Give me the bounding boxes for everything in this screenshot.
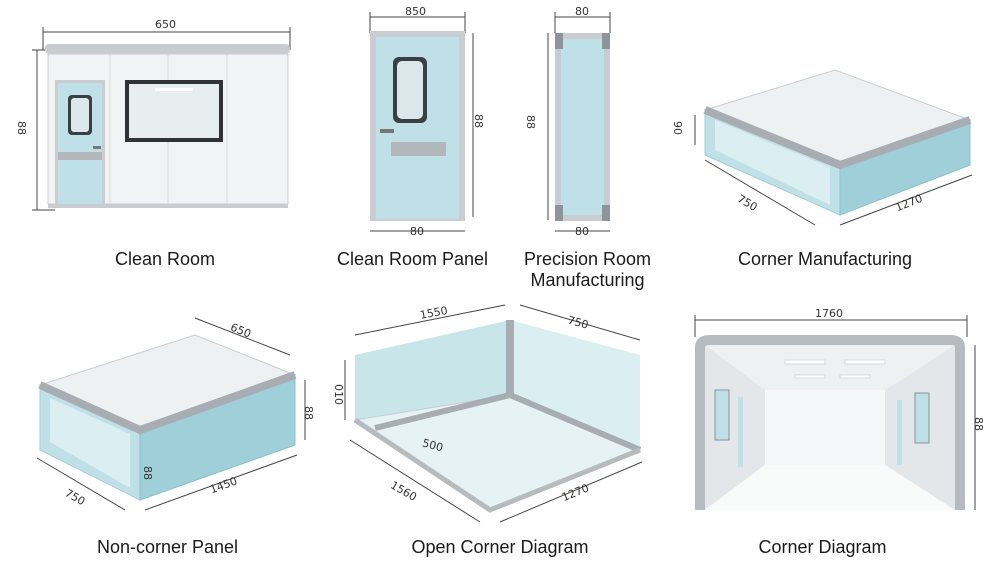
caption-line-1: Precision Room [523, 249, 652, 269]
dim-precision-top: 80 [575, 5, 589, 18]
dim-nc-height: 88 [302, 406, 315, 420]
dim-height: 88 [15, 121, 28, 135]
corner-manufacturing-illustration: 90 750 1270 [671, 69, 973, 226]
precision-room-illustration: 80 88 80 [524, 5, 611, 237]
caption-corner-manufacturing: Corner Manufacturing [737, 249, 913, 269]
dim-oc-bottom-right: 1270 [560, 481, 591, 504]
caption-line-2: Manufacturing [530, 270, 645, 290]
dim-oc-height: 010 [332, 384, 345, 405]
caption-precision-room: Precision Room Manufacturing [510, 249, 665, 291]
dim-nc-width: 750 [63, 486, 88, 508]
dim-nc-length: 1450 [208, 474, 239, 496]
dim-panel-base: 80 [410, 225, 424, 237]
dim-corner-width: 750 [735, 192, 760, 214]
caption-clean-room-panel: Clean Room Panel [336, 249, 489, 269]
dim-width: 650 [155, 18, 176, 31]
dim-precision-height: 88 [524, 115, 537, 129]
dim-oc-top-left: 1550 [419, 304, 449, 322]
dim-oc-top-right: 750 [566, 314, 590, 332]
corner-diagram-illustration: 1760 88 [694, 307, 985, 510]
dim-precision-base: 80 [575, 225, 589, 237]
caption-open-corner-diagram: Open Corner Diagram [411, 537, 589, 557]
dim-oc-inner: 500 [421, 436, 445, 454]
caption-corner-diagram: Corner Diagram [758, 537, 887, 557]
dim-nc-inner: 88 [141, 466, 154, 480]
dim-panel-width: 850 [405, 5, 426, 18]
caption-non-corner-panel: Non-corner Panel [96, 537, 239, 557]
clean-room-panel-illustration: 850 88 80 [369, 5, 485, 237]
non-corner-panel-illustration: 650 88 88 750 1450 [36, 317, 315, 511]
open-corner-diagram-illustration: 1550 750 010 500 1560 1270 [332, 304, 643, 523]
caption-clean-room: Clean Room [114, 249, 216, 269]
dim-nc-top: 650 [228, 321, 252, 341]
dim-cd-width: 1760 [815, 307, 843, 320]
dim-panel-height: 88 [472, 114, 485, 128]
dim-cd-height: 88 [972, 417, 985, 431]
clean-room-illustration: 650 88 [15, 18, 291, 211]
dim-oc-bottom-left: 1560 [388, 479, 419, 504]
dim-corner-depth: 90 [671, 121, 684, 135]
dim-corner-length: 1270 [893, 192, 924, 215]
